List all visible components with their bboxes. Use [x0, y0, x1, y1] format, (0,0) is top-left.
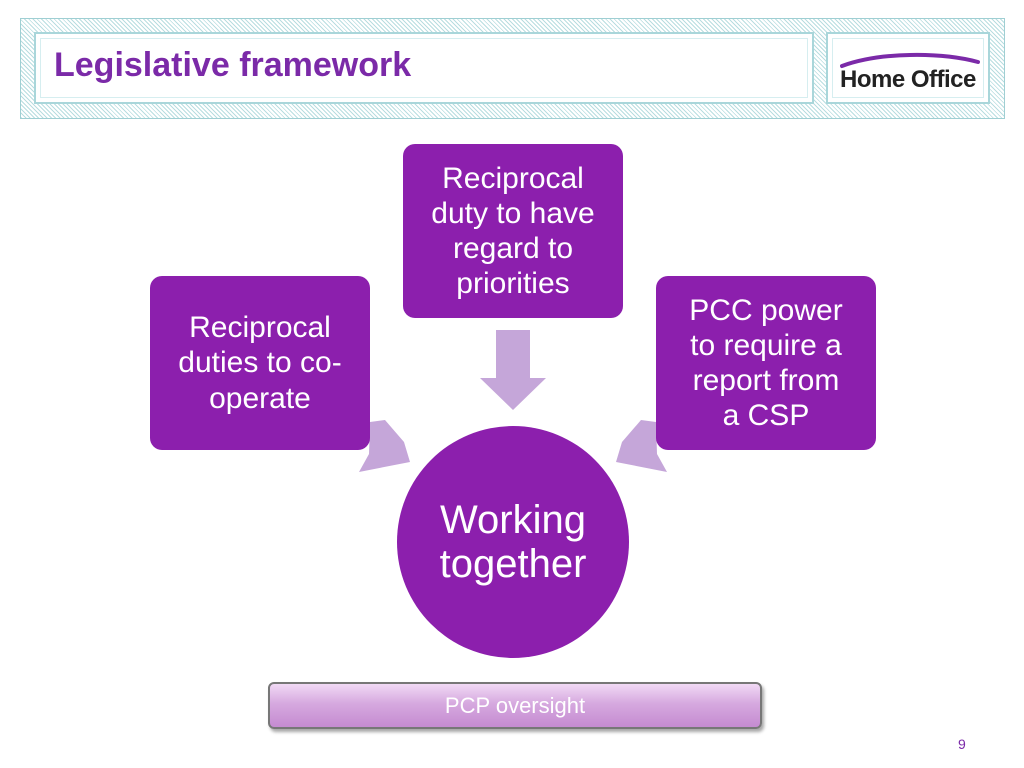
box-reciprocal-duty-regard: Reciprocal duty to have regard to priori…	[403, 144, 623, 318]
circle-line-2: together	[439, 542, 587, 586]
pcp-oversight-bar: PCP oversight	[268, 682, 762, 729]
box-right-line-2: to require a	[690, 328, 842, 362]
box-top-line-1: Reciprocal	[442, 161, 584, 195]
box-top-line-3: regard to	[452, 232, 574, 265]
box-top-line-2: duty to have	[431, 196, 595, 230]
box-top-line-4: priorities	[456, 267, 570, 301]
box-right-line-3: report from	[692, 364, 840, 397]
page-title: Legislative framework	[54, 46, 412, 84]
box-right-line-4: a CSP	[722, 399, 810, 433]
logo-frame	[826, 32, 990, 104]
pcp-oversight-label: PCP oversight	[444, 692, 586, 718]
circle-working-together: Working together	[397, 426, 629, 658]
home-office-logo: Home Office	[840, 66, 976, 93]
box-right-line-1: PCC power	[689, 293, 843, 327]
box-left-line-3: operate	[209, 381, 311, 415]
home-office-swoosh-icon	[840, 52, 980, 68]
circle-line-1: Working	[440, 498, 586, 542]
down-arrow	[480, 330, 546, 410]
box-left-line-2: duties to co-	[178, 346, 342, 380]
box-reciprocal-duties-cooperate: Reciprocal duties to co- operate	[150, 276, 370, 450]
page-number: 9	[958, 736, 966, 752]
title-frame	[34, 32, 814, 104]
box-left-line-1: Reciprocal	[189, 311, 331, 345]
box-pcc-power-report: PCC power to require a report from a CSP	[656, 276, 876, 450]
